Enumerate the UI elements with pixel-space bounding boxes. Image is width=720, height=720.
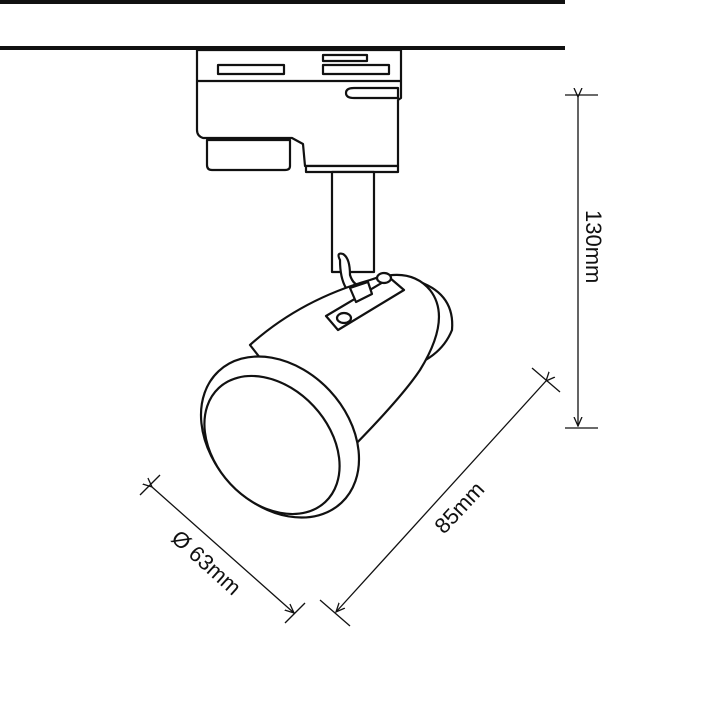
height-dimension: 130mm: [565, 95, 606, 429]
diameter-label: Ø 63mm: [167, 525, 246, 600]
height-label: 130mm: [581, 210, 606, 283]
length-label: 85mm: [429, 477, 489, 539]
track-adapter: [195, 48, 403, 174]
track-rail: [0, 0, 565, 50]
lamp-stem: [330, 170, 376, 300]
lamp-body: [199, 271, 454, 519]
